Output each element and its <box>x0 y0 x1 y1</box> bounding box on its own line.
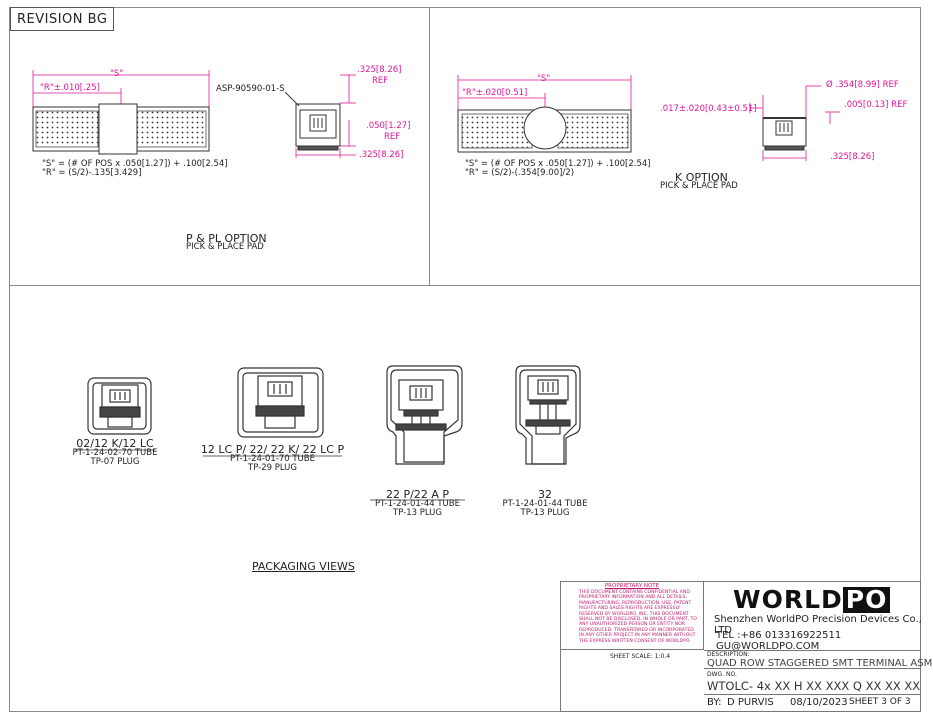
logo-right-text: PO <box>842 587 891 613</box>
pp-ref-1: REF <box>372 76 389 86</box>
k-connector-side <box>762 117 807 151</box>
pp-dim-325-top: .325[8.26] <box>357 65 402 75</box>
k-option-title: K OPTION <box>675 171 728 184</box>
description-value: QUAD ROW STAGGERED SMT TERMINAL ASM <box>707 658 933 669</box>
pkg-caption-underlines <box>75 449 465 501</box>
divider-horizontal <box>9 285 921 286</box>
pkg-plug-4: TP-13 PLUG <box>520 508 570 518</box>
pkg-caption-4: 32 PT-1-24-01-44 TUBE TP-13 PLUG <box>490 489 600 518</box>
drawing-date: 08/10/2023 <box>790 697 848 708</box>
k-dimension-lines <box>457 75 840 161</box>
k-dim-354: Ø .354[8.99] REF <box>826 80 899 90</box>
sheet-number: SHEET 3 OF 3 <box>849 697 911 707</box>
k-dim-017: .017±.020[0.43±0.51] <box>660 104 757 114</box>
k-connector-top <box>457 106 632 153</box>
proprietary-note-title: PROPRIETARY NOTE <box>604 583 660 589</box>
tb-divider-3 <box>704 694 921 695</box>
pkg-view-2 <box>237 367 324 438</box>
pkg-name-1: 02/12 K/12 LC <box>76 437 154 450</box>
pkg-view-3 <box>386 365 463 465</box>
pkg-tube-1: PT-1-24-02-70 TUBE <box>72 448 158 458</box>
company-name: Shenzhen WorldPO Precision Devices Co., … <box>714 614 922 636</box>
pp-connector-top <box>32 103 210 155</box>
description-label: DESCRIPTION: <box>707 651 750 658</box>
proprietary-note-box: PROPRIETARY NOTE THIS DOCUMENT CONTAINS … <box>560 581 704 650</box>
k-dim-325: .325[8.26] <box>830 152 875 162</box>
dwg-no-label: DWG. NO. <box>707 671 737 678</box>
pkg-plug-2: TP-29 PLUG <box>248 463 297 473</box>
pkg-view-4 <box>515 365 581 465</box>
frame-top <box>9 7 921 8</box>
pp-option-subtitle: PICK & PLACE PAD <box>186 242 264 252</box>
frame-left <box>9 7 10 712</box>
pp-formula-s: "S" = (# OF POS x .050[1.27]) + .100[2.5… <box>42 159 228 169</box>
k-formula-s: "S" = (# OF POS x .050[1.27]) + .100[2.5… <box>465 159 651 169</box>
revision-label: REVISION BG <box>10 7 114 31</box>
pkg-name-2: 12 LC P/ 22/ 22 K/ 22 LC P <box>200 443 345 456</box>
k-dim-005: .005[0.13] REF <box>844 100 908 110</box>
frame-right <box>920 7 921 712</box>
pp-dim-325-bot: .325[8.26] <box>359 150 404 160</box>
pp-part-ref: ASP-90590-01-S <box>216 84 285 94</box>
pkg-caption-1: 02/12 K/12 LC PT-1-24-02-70 TUBE TP-07 P… <box>50 438 180 467</box>
pkg-name-4: 32 <box>538 488 552 501</box>
pkg-plug-1: TP-07 PLUG <box>90 457 140 467</box>
pp-dim-050: .050[1.27] <box>366 121 411 131</box>
pp-connector-side <box>284 91 341 151</box>
k-formula-r: "R" = (S/2)-(.354[9.00]/2) <box>465 168 575 178</box>
k-r-label: "R"±.020[0.51] <box>462 88 528 98</box>
pp-r-label: "R"±.010[.25] <box>40 83 100 93</box>
by-value: D PURVIS <box>727 697 774 708</box>
pp-s-label: "S" <box>110 69 124 79</box>
pkg-tube-2: PT-1-24-01-70 TUBE <box>230 454 315 464</box>
pkg-caption-2: 12 LC P/ 22/ 22 K/ 22 LC P PT-1-24-01-70… <box>190 444 355 473</box>
k-option-subtitle: PICK & PLACE PAD <box>660 181 738 191</box>
proprietary-note-text: THIS DOCUMENT CONTAINS CONFIDENTIAL AND … <box>579 590 697 644</box>
pp-option-title: P & PL OPTION <box>186 232 267 245</box>
pkg-view-1 <box>87 377 152 435</box>
by-label: BY: <box>707 697 722 708</box>
sheet-scale: SHEET SCALE: 1:0.4 <box>610 653 671 660</box>
company-contact: TEL :+86 013316922511 GU@WORLDPO.COM <box>716 630 842 652</box>
tb-divider-1 <box>704 650 921 651</box>
pkg-caption-3: 22 P/22 A P PT-1-24-01-44 TUBE TP-13 PLU… <box>360 489 475 518</box>
divider-vertical <box>429 7 430 285</box>
packaging-views-title: PACKAGING VIEWS <box>252 560 355 573</box>
dwg-no-value: WTOLC- 4x XX H XX XXX Q XX XX XX <box>707 679 921 693</box>
pp-formula-r: "R" = (S/2)-.135[3.429] <box>42 168 142 178</box>
pkg-plug-3: TP-13 PLUG <box>393 508 442 518</box>
pkg-tube-3: PT-1-24-01-44 TUBE <box>375 499 460 509</box>
pp-dimension-lines <box>32 70 356 158</box>
k-s-label: "S" <box>537 74 551 84</box>
pkg-tube-4: PT-1-24-01-44 TUBE <box>502 499 588 509</box>
frame-bottom <box>9 711 921 712</box>
pp-ref-2: REF <box>384 132 401 142</box>
tb-divider-2 <box>704 668 921 669</box>
logo-left-text: WORLD <box>733 585 843 614</box>
pkg-name-3: 22 P/22 A P <box>386 488 449 501</box>
